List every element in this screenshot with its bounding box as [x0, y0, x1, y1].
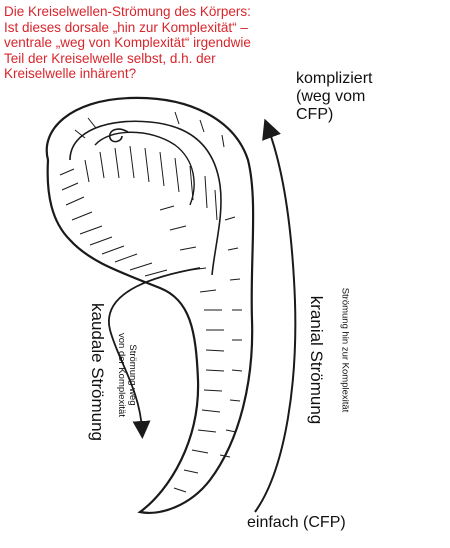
- kranial-arrow: [254, 118, 297, 513]
- kompliziert-line: (weg vom: [296, 88, 366, 105]
- kompliziert-line: kompliziert: [296, 70, 373, 87]
- question-line: Ist dieses dorsale „hin zur Komplexität“…: [4, 19, 248, 35]
- kaudale-stroemung-subtitle: Strömung weg von der Komplexität: [116, 333, 138, 417]
- einfach-label: einfach (CFP): [247, 514, 346, 531]
- question-line: Teil der Kreiselwelle selbst, d.h. der: [4, 50, 216, 66]
- question-line: Kreiselwelle inhärent?: [4, 66, 137, 81]
- kranial-stroemung-title: kranial Strömung: [307, 295, 326, 425]
- question-line: Die Kreiselwellen-Strömung des Körpers:: [4, 4, 251, 19]
- kranial-stroemung-subtitle: Strömung hin zur Komplexität: [339, 287, 351, 413]
- kaudale-stroemung-title: kaudale Strömung: [88, 303, 107, 441]
- vortex-inner-curve-2: [94, 131, 195, 206]
- kompliziert-label: kompliziert (weg vom CFP): [296, 70, 372, 124]
- question-text: Die Kreiselwellen-Strömung des Körpers: …: [4, 4, 304, 82]
- question-line: ventrale „weg von Komplexität“ irgendwie: [4, 35, 251, 50]
- vortex-outline: [45, 96, 255, 514]
- kompliziert-line: CFP): [296, 106, 334, 123]
- vortex-inner-curve: [69, 120, 222, 276]
- kaudale-subtitle-line: von der Komplexität: [116, 333, 127, 417]
- kaudale-arrow: [108, 267, 201, 439]
- kaudale-subtitle-line: Strömung weg: [127, 344, 138, 406]
- hatching: [59, 111, 243, 493]
- vortex-core-curl: [108, 128, 129, 143]
